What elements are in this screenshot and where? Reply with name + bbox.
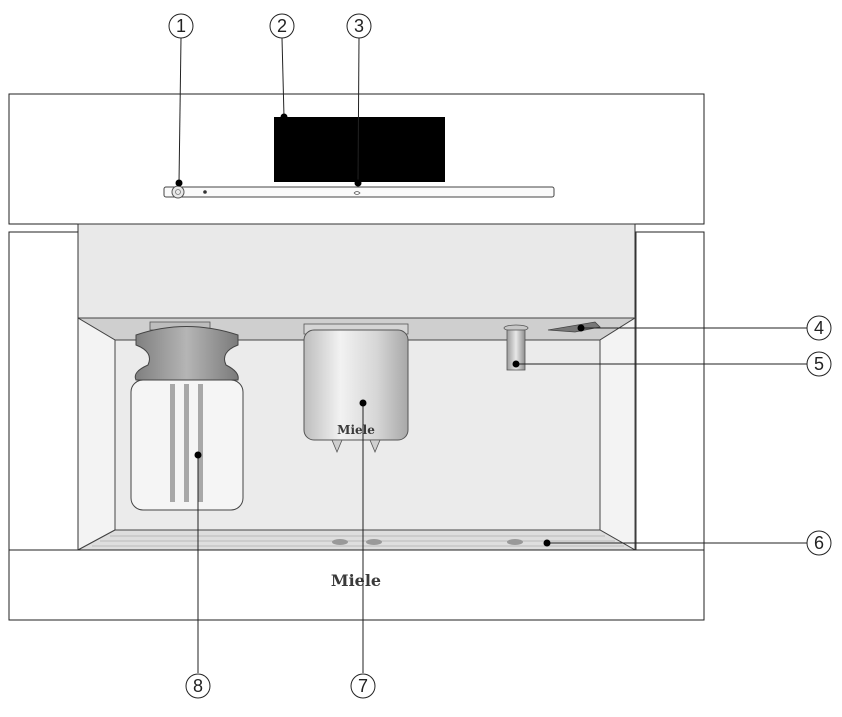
- recess-ceiling: [77, 223, 636, 319]
- front-brand-logo: Miele: [331, 571, 381, 590]
- recess-right-wall: [599, 317, 636, 551]
- front-base-panel: [8, 549, 705, 621]
- tray-hole: [366, 539, 382, 545]
- back-icon: [353, 191, 361, 195]
- lighting-panel: [547, 321, 601, 333]
- indicator-dot: [203, 190, 207, 194]
- coffee-dispenser: Miele: [303, 323, 409, 454]
- callout-5: 5: [806, 351, 832, 377]
- dispenser-brand-logo: Miele: [337, 423, 375, 437]
- callout-anchor-dots: [175, 113, 585, 547]
- right-trim: [635, 231, 705, 551]
- power-button: [171, 185, 185, 199]
- callout-6: 6: [806, 530, 832, 556]
- svg-text:3: 3: [354, 16, 364, 36]
- left-trim: [8, 231, 79, 551]
- tray-hole: [332, 539, 348, 545]
- svg-text:7: 7: [358, 676, 368, 696]
- milk-jug: [130, 321, 244, 511]
- svg-text:1: 1: [176, 16, 186, 36]
- svg-text:6: 6: [814, 533, 824, 553]
- power-icon: [175, 189, 181, 195]
- callout-3: 3: [346, 13, 372, 39]
- callout-1: 1: [168, 13, 194, 39]
- callout-4: 4: [806, 315, 832, 341]
- callout-2: 2: [269, 13, 295, 39]
- callout-leaders: [178, 37, 807, 673]
- svg-text:5: 5: [814, 354, 824, 374]
- svg-text:4: 4: [814, 318, 824, 338]
- svg-text:8: 8: [193, 676, 203, 696]
- hot-water-spout: [503, 324, 529, 371]
- callout-7: 7: [350, 673, 376, 699]
- tray-hole: [507, 539, 523, 545]
- drip-tray: [77, 529, 637, 551]
- display-screen: [274, 117, 445, 182]
- recess-left-wall: [77, 317, 116, 551]
- callout-8: 8: [185, 673, 211, 699]
- svg-text:2: 2: [277, 16, 287, 36]
